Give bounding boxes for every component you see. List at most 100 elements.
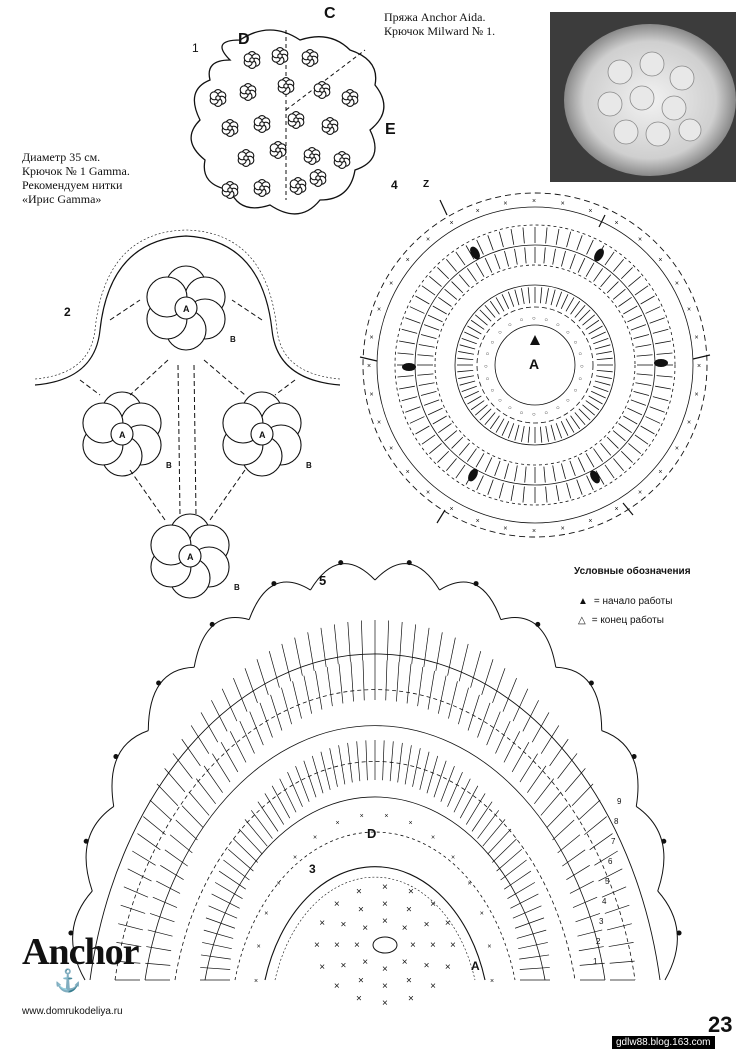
svg-text:×: × [694, 334, 698, 341]
brand-logo: Anchor [22, 931, 139, 973]
svg-text:○: ○ [508, 406, 512, 412]
svg-text:×: × [356, 887, 362, 898]
row-number: 7 [611, 837, 616, 846]
figure-4: ×○×○××○×○××○×○××○×○××○×○××○×○××○×○××○×○×… [359, 178, 711, 538]
figure-3-marks: ×××××××××××××××××××××××××××××××××××× [314, 882, 456, 1009]
svg-text:○: ○ [578, 352, 582, 358]
svg-text:○: ○ [508, 322, 512, 328]
svg-text:×: × [480, 910, 484, 917]
svg-text:×: × [503, 525, 507, 532]
legend-start-label: = начало работы [593, 596, 673, 607]
row-number: 4 [602, 897, 607, 906]
figure-2-flower-bottom: AB [150, 513, 240, 599]
blog-watermark: gdlw88.blog.163.com [612, 1036, 715, 1049]
figure-5-number: 5 [319, 573, 326, 588]
svg-text:×: × [319, 962, 325, 973]
svg-text:×: × [264, 910, 268, 917]
svg-text:○: ○ [566, 330, 570, 336]
row-number: 6 [608, 857, 613, 866]
svg-text:×: × [406, 469, 410, 476]
svg-text:×: × [367, 363, 371, 370]
header-info: Пряжа Anchor Aida. Крючок Milward № 1. [384, 10, 495, 38]
svg-text:×: × [424, 920, 430, 931]
svg-text:×: × [588, 518, 592, 525]
svg-text:○: ○ [520, 318, 524, 324]
svg-text:○: ○ [490, 388, 494, 394]
svg-text:×: × [362, 923, 368, 934]
svg-text:×: × [687, 419, 691, 426]
svg-text:×: × [451, 855, 455, 862]
svg-text:×: × [487, 943, 491, 950]
svg-text:×: × [402, 923, 408, 934]
svg-text:×: × [694, 392, 698, 399]
legend-item-start: ▲ = начало работы [578, 596, 672, 607]
figure-1-flower [243, 51, 261, 69]
legend-title: Условные обозначения [574, 566, 691, 577]
figure-1-flower [321, 117, 339, 135]
figure-1-flower [269, 141, 287, 159]
svg-text:×: × [408, 887, 414, 898]
figure-2-flower-top: AB [146, 265, 236, 351]
svg-text:×: × [319, 918, 325, 929]
start-triangle-icon: ▲ [578, 596, 588, 607]
svg-text:○: ○ [486, 376, 490, 382]
figure-1-flower [239, 83, 257, 101]
svg-text:×: × [354, 940, 360, 951]
svg-text:○: ○ [574, 388, 578, 394]
svg-text:×: × [467, 880, 471, 887]
svg-text:×: × [431, 834, 435, 841]
legend-end-label: = конец работы [591, 615, 664, 626]
svg-text:○: ○ [544, 410, 548, 416]
figure-1-flower [301, 49, 319, 67]
figure-4-number: 4 [391, 178, 398, 192]
doily-photo [550, 12, 736, 182]
svg-text:×: × [377, 307, 381, 314]
motif-label: A [187, 552, 194, 562]
svg-text:×: × [675, 281, 679, 288]
figure-1-flower [277, 77, 295, 95]
svg-text:×: × [687, 307, 691, 314]
figure-1-label-e: E [385, 121, 396, 138]
svg-text:×: × [426, 489, 430, 496]
figure-2-number: 2 [64, 305, 71, 319]
footer-url[interactable]: www.domrukodeliya.ru [22, 1006, 123, 1017]
svg-text:×: × [658, 469, 662, 476]
figure-5-stitches: ×××××××××××××××× [115, 620, 635, 985]
petal-label: B [234, 583, 240, 592]
svg-text:×: × [406, 905, 412, 916]
motif-label: A [183, 304, 190, 314]
figure-1-flower [341, 89, 359, 107]
svg-text:×: × [532, 198, 536, 205]
svg-text:○: ○ [566, 398, 570, 404]
svg-text:×: × [370, 392, 374, 399]
svg-text:×: × [503, 201, 507, 208]
anchor-icon: ⚓ [54, 968, 82, 993]
figure-3-number: 3 [309, 862, 316, 876]
recommend-yarn-text: «Ирис Gamma» [22, 192, 102, 206]
svg-text:×: × [334, 940, 340, 951]
svg-text:×: × [254, 978, 258, 985]
petal-label: B [306, 461, 312, 470]
svg-text:○: ○ [498, 330, 502, 336]
figure-1-flower [253, 179, 271, 197]
svg-text:×: × [490, 978, 494, 985]
figure-1-flower [333, 151, 351, 169]
petal-label: B [166, 461, 172, 470]
petal-label: B [230, 335, 236, 344]
figure-3: ×××××××××××××××××××××××××××××××××××× 3 [309, 862, 456, 1009]
figure-1-flower [303, 147, 321, 165]
yarn-text: Пряжа Anchor Aida. [384, 10, 486, 24]
row-number: 5 [605, 877, 610, 886]
svg-text:×: × [561, 525, 565, 532]
svg-text:×: × [476, 518, 480, 525]
row-number: 9 [617, 797, 622, 806]
svg-text:×: × [360, 813, 364, 820]
svg-text:○: ○ [490, 340, 494, 346]
svg-text:×: × [408, 993, 414, 1004]
svg-text:×: × [340, 920, 346, 931]
svg-text:×: × [424, 960, 430, 971]
svg-text:×: × [450, 506, 454, 513]
svg-text:×: × [402, 957, 408, 968]
